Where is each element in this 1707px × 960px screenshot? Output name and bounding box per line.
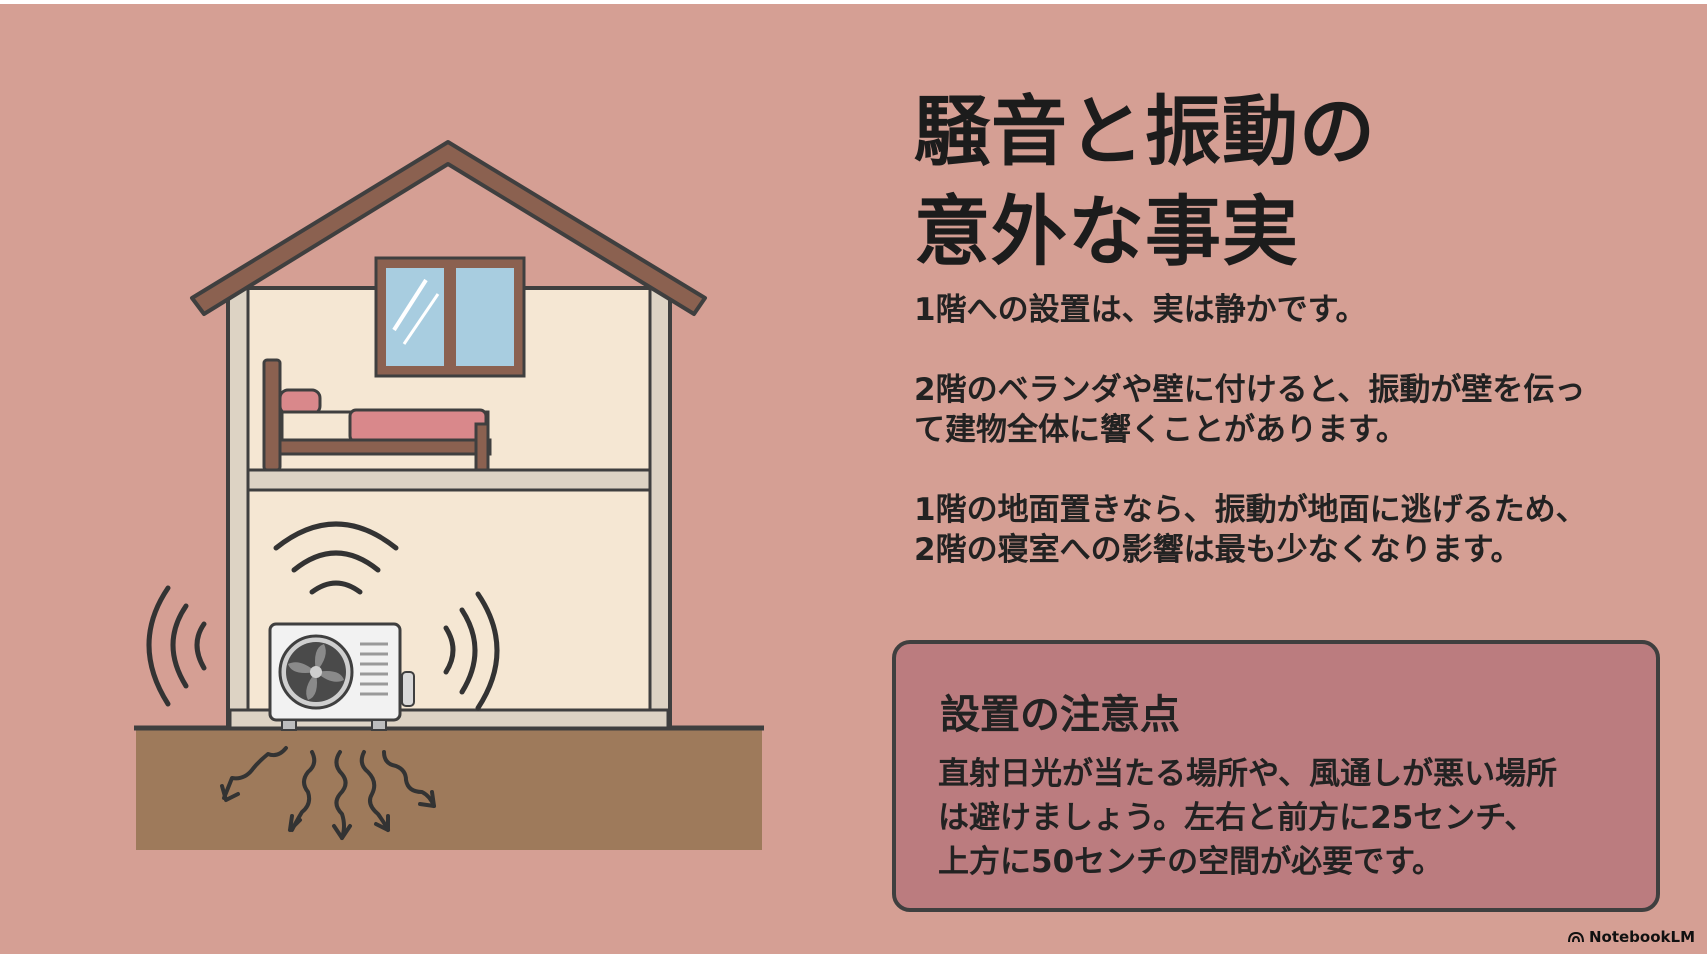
body-text: 1階への設置は、実は静かです。 2階のベランダや壁に付けると、振動が壁を伝っ て… — [914, 290, 1587, 570]
house-illustration — [134, 140, 764, 850]
window-icon — [374, 256, 526, 378]
title-line-2: 意外な事実 — [914, 187, 1299, 276]
notice-line: 直射日光が当たる場所や、風通しが悪い場所 — [938, 756, 1558, 792]
left-wall-strip — [230, 290, 248, 724]
paragraph-line: て建物全体に響くことがあります。 — [914, 412, 1407, 448]
vibration-left-icon — [146, 585, 207, 707]
brand-label: NotebookLM — [1588, 928, 1695, 946]
slide: 騒音と振動の 意外な事実 1階への設置は、実は静かです。 2階のベランダや壁に付… — [0, 4, 1707, 954]
floor-divider — [246, 468, 652, 492]
roof — [190, 140, 707, 316]
paragraph-line: 2階のベランダや壁に付けると、振動が壁を伝っ — [914, 372, 1586, 408]
right-wall-strip — [650, 290, 668, 724]
paragraph-2: 2階のベランダや壁に付けると、振動が壁を伝っ て建物全体に響くことがあります。 — [914, 370, 1587, 450]
notice-box: 設置の注意点 直射日光が当たる場所や、風通しが悪い場所 は避けましょう。左右と前… — [892, 640, 1660, 912]
notice-line: 上方に50センチの空間が必要です。 — [938, 844, 1444, 880]
paragraph-line: 1階への設置は、実は静かです。 — [914, 292, 1367, 328]
paragraph-line: 2階の寝室への影響は最も少なくなります。 — [914, 532, 1522, 568]
vibration-right-icon — [443, 591, 500, 711]
paragraph-1: 1階への設置は、実は静かです。 — [914, 290, 1587, 330]
notebooklm-logo-icon — [1567, 931, 1584, 943]
notice-line: は避けましょう。左右と前方に25センチ、 — [938, 800, 1536, 836]
bed-icon — [262, 358, 492, 472]
notice-body: 直射日光が当たる場所や、風通しが悪い場所 は避けましょう。左右と前方に25センチ… — [938, 752, 1557, 884]
ground — [136, 728, 762, 850]
sound-wave-icon — [273, 521, 399, 595]
paragraph-3: 1階の地面置きなら、振動が地面に逃げるため、 2階の寝室への影響は最も少なくなり… — [914, 490, 1587, 570]
paragraph-line: 1階の地面置きなら、振動が地面に逃げるため、 — [914, 492, 1587, 528]
notice-title: 設置の注意点 — [940, 692, 1180, 738]
title-line-1: 騒音と振動の — [914, 87, 1376, 176]
ground-vibration-arrows — [220, 746, 436, 840]
brand-watermark: NotebookLM — [1567, 928, 1695, 946]
ac-outdoor-unit-icon — [268, 622, 415, 731]
page-title: 騒音と振動の 意外な事実 — [914, 82, 1376, 282]
